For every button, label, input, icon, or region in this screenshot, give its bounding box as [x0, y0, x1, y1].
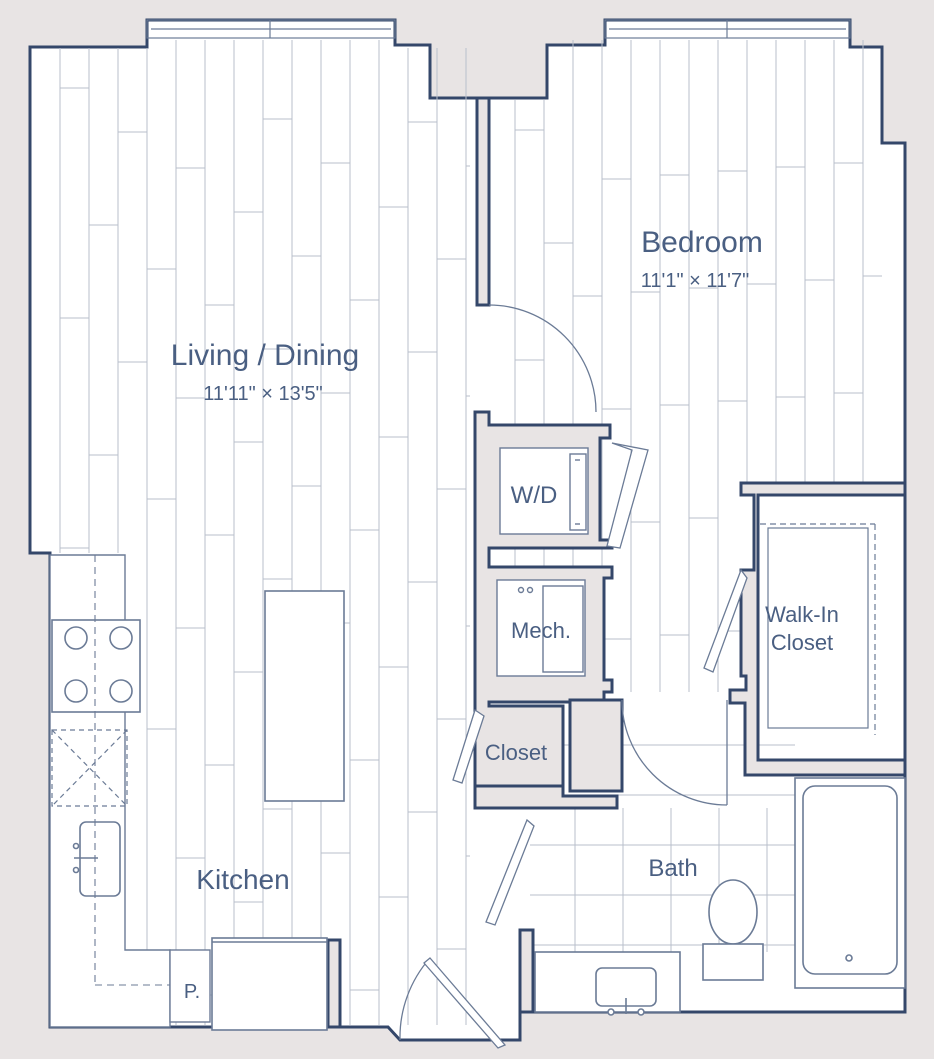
bath-door [621, 699, 728, 806]
walkin-label-1: Walk-In [765, 602, 839, 627]
window-left [146, 19, 396, 39]
bath-label: Bath [648, 855, 697, 882]
living-label: Living / Dining [171, 339, 359, 372]
cooktop [51, 619, 141, 713]
bath-entry-door [485, 818, 535, 926]
kitchen-island [264, 590, 345, 802]
wd-bifold-door [606, 442, 649, 549]
bedroom-label: Bedroom [641, 226, 763, 259]
mech-unit [496, 579, 586, 677]
wd-label: W/D [511, 482, 558, 509]
closet-label: Closet [485, 740, 547, 765]
apartment-interior [28, 18, 907, 1042]
refrigerator [211, 937, 328, 1031]
window-right [604, 19, 851, 39]
living-dims: 11'11" × 13'5" [203, 383, 323, 405]
washer-dryer [499, 447, 589, 535]
closet-shelving [760, 523, 876, 735]
bath-vanity [534, 951, 681, 1016]
pantry [169, 949, 211, 1023]
kitchen-label: Kitchen [196, 864, 289, 895]
doors [399, 304, 748, 1049]
bedroom-door [488, 304, 597, 413]
bathtub [794, 777, 906, 989]
kitchen-sink [72, 821, 121, 897]
upper-cabinets [94, 555, 170, 986]
pantry-label: P. [184, 981, 200, 1003]
walkin-label-2: Closet [771, 630, 833, 655]
dishwasher [51, 729, 128, 807]
closet-bifold-door [452, 708, 485, 784]
entry-door [399, 957, 431, 1041]
mech-label: Mech. [511, 618, 571, 643]
walkin-bifold-door [703, 568, 748, 673]
toilet [702, 879, 764, 981]
bedroom-dims: 11'1" × 11'7" [641, 270, 749, 292]
